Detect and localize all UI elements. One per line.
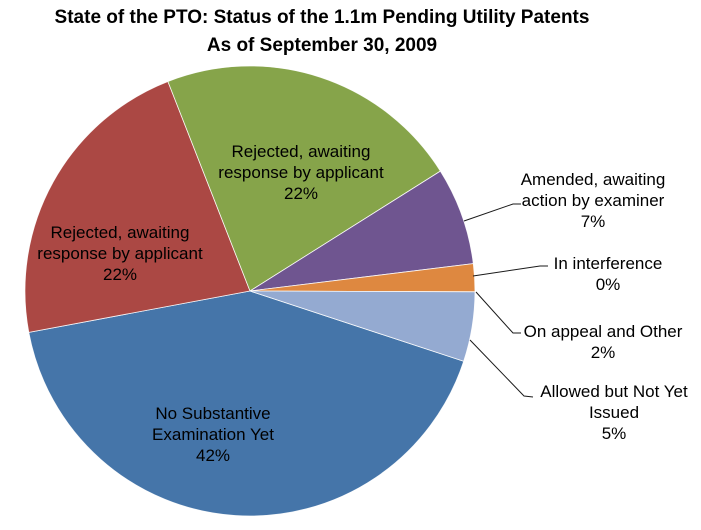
pie-slice-2 <box>167 65 441 292</box>
leader-line-5 <box>475 291 521 334</box>
slice-label-text-0: No Substantive Examination Yet <box>152 404 274 444</box>
pie-slice-1 <box>24 80 251 333</box>
leader-line-3 <box>463 203 521 222</box>
slice-label-6: Allowed but Not Yet Issued 5% <box>527 381 701 444</box>
slice-label-4: In interference 0% <box>523 253 693 295</box>
slice-label-2: Rejected, awaiting response by applicant… <box>209 141 394 204</box>
slice-label-pct-3: 7% <box>580 212 606 231</box>
slice-label-5: On appeal and Other 2% <box>498 321 701 363</box>
leader-line-6 <box>469 339 534 398</box>
slice-label-text-4: In interference <box>553 254 663 273</box>
slice-label-pct-4: 0% <box>595 275 621 294</box>
pie-slice-6 <box>249 290 476 362</box>
slice-label-0: No Substantive Examination Yet 42% <box>133 403 293 466</box>
leader-line-4 <box>472 265 548 277</box>
chart-subtitle: As of September 30, 2009 <box>206 35 438 56</box>
slice-label-text-3: Amended, awaiting action by examiner <box>520 170 666 210</box>
slice-label-pct-5: 2% <box>590 343 616 362</box>
chart-title: State of the PTO: Status of the 1.1m Pen… <box>54 7 590 28</box>
slice-label-pct-6: 5% <box>601 424 627 443</box>
slice-label-pct-1: 22% <box>102 265 138 284</box>
slice-label-1: Rejected, awaiting response by applicant… <box>28 222 213 285</box>
slice-label-text-6: Allowed but Not Yet Issued <box>540 382 688 422</box>
slice-label-text-1: Rejected, awaiting response by applicant <box>37 223 203 263</box>
slice-label-pct-0: 42% <box>195 446 231 465</box>
slice-label-text-2: Rejected, awaiting response by applicant <box>218 142 384 182</box>
chart-title-block: State of the PTO: Status of the 1.1m Pen… <box>55 4 590 60</box>
slice-label-pct-2: 22% <box>283 184 319 203</box>
slice-label-text-5: On appeal and Other <box>523 322 683 341</box>
pie-slice-0 <box>28 290 465 517</box>
slice-label-3: Amended, awaiting action by examiner 7% <box>506 169 681 232</box>
